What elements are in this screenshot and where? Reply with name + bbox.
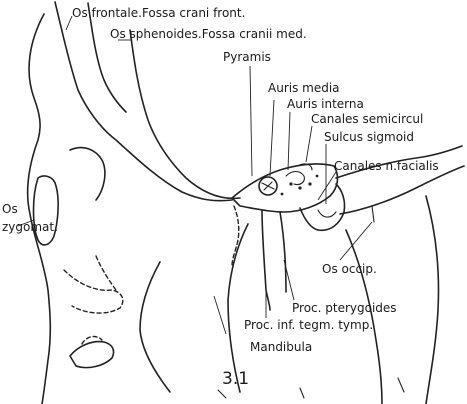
label-os-occip: Os occip. [322, 262, 377, 276]
label-os-frontale: Os frontale.Fossa crani front. [72, 6, 245, 20]
mandible-posterior-outline [228, 224, 248, 392]
canal-dot-5 [281, 193, 284, 196]
canal-dot-4 [316, 175, 319, 178]
label-sulcus-sigmoid: Sulcus sigmoid [324, 130, 414, 144]
inf-process-line [280, 212, 286, 292]
label-mandibula: Mandibula [250, 340, 312, 354]
ear-inner-detail [262, 182, 274, 190]
label-proc-pterygoides: Proc. pterygoides [292, 301, 397, 315]
face-profile-outline [28, 14, 51, 404]
bottom-tick-3 [398, 378, 404, 392]
maxilla-dashed-outline [64, 270, 123, 313]
label-os-zygomat-line1: Os [2, 202, 18, 216]
label-os-zygomat-line2: zygomat. [2, 220, 58, 234]
canal-dot-1 [289, 182, 292, 185]
leader-lines [18, 16, 372, 334]
canal-dot-2 [298, 186, 301, 189]
brow-outline [70, 148, 105, 200]
label-canales-semicircul: Canales semicircul [311, 112, 423, 126]
label-pyramis: Pyramis [223, 50, 271, 64]
leader-canales-n-facialis [318, 172, 336, 200]
label-auris-interna: Auris interna [287, 97, 364, 111]
leader-canales-semicircul [306, 126, 312, 162]
label-os-sphenoides: Os sphenoides.Fossa cranii med. [110, 27, 307, 41]
canal-dot-3 [308, 182, 311, 185]
neck-contour [346, 230, 382, 404]
leader-mandibula [214, 296, 226, 334]
label-canales-n-facialis: Canales n.facialis [334, 159, 439, 173]
mastoid-outline [300, 184, 345, 230]
occipital-tick [372, 206, 374, 222]
label-proc-inf-tegm-tymp: Proc. inf. tegm. tymp. [244, 318, 373, 332]
zygomatic-bone-outline [34, 176, 59, 245]
occipital-back-contour [426, 196, 439, 404]
occipital-lower-outline [340, 166, 464, 214]
leader-pyramis [250, 66, 252, 176]
label-auris-media: Auris media [268, 81, 340, 95]
leader-auris-media [270, 100, 274, 176]
figure-number: 3.1 [222, 369, 249, 389]
palate-dashed-outline [96, 256, 116, 290]
bottom-tick-2 [300, 388, 304, 398]
pyramis-outline [232, 164, 337, 212]
teeth-outline [70, 342, 114, 368]
sigmoid-detail [318, 210, 336, 217]
mandible-ramus-outline [140, 262, 170, 392]
leader-auris-interna [288, 112, 290, 170]
bottom-tick-1 [218, 390, 226, 398]
